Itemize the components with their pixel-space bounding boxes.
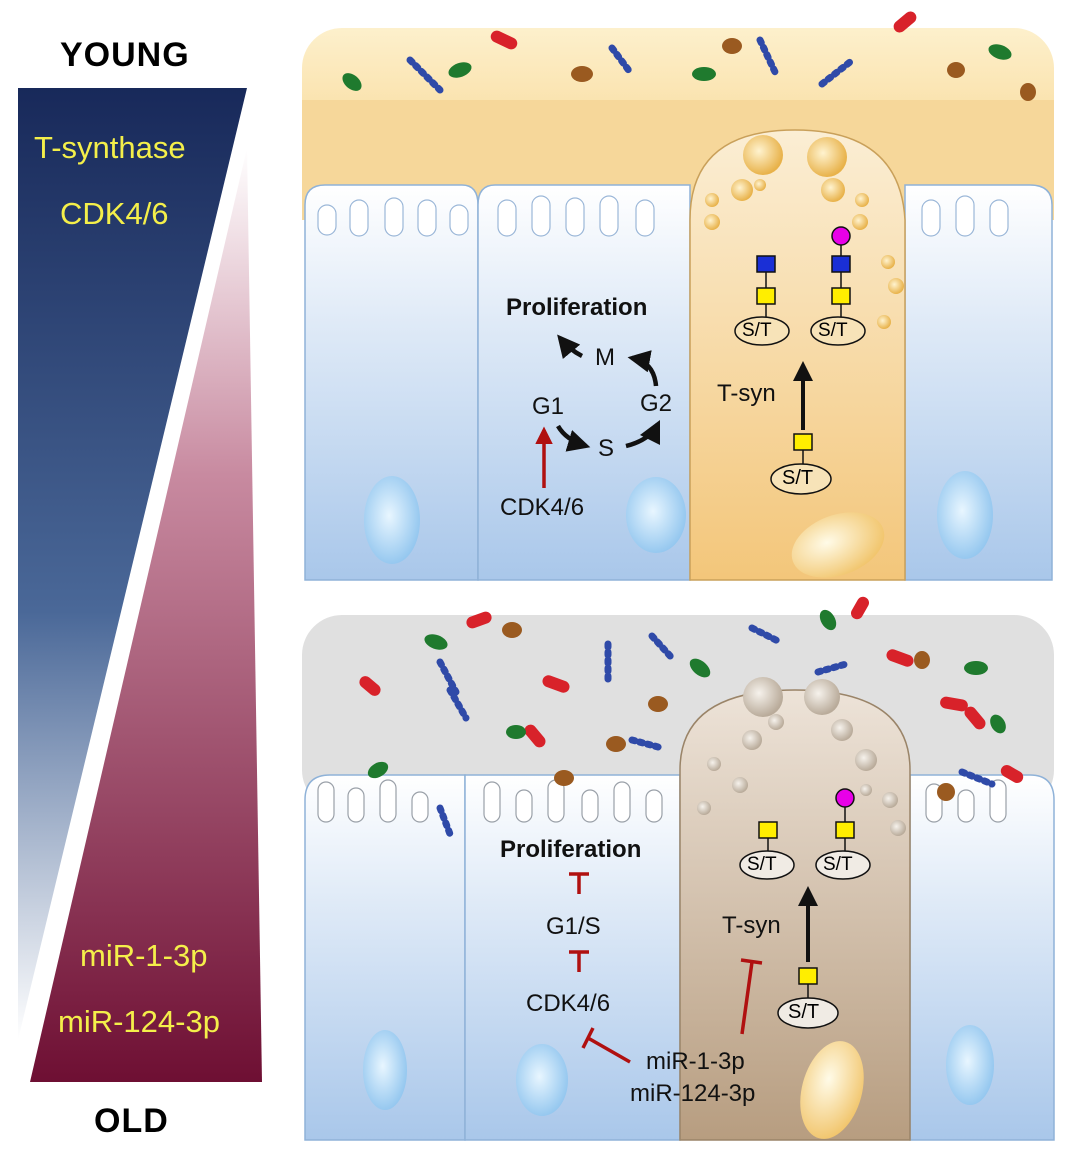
old-site-2: S/T [823,854,853,875]
old-mirna-2: miR-124-3p [630,1080,756,1107]
phase-g2-label: G2 [640,390,673,417]
old-tsyn-label: T-syn [722,912,781,939]
old-site-precursor: S/T [788,1001,820,1023]
young-glycan-precursor [770,433,832,495]
old-cell-right [909,774,1055,1141]
old-proliferation-label: Proliferation [500,836,642,863]
phase-g1-label: G1 [532,393,565,420]
old-mirna-1: miR-1-3p [646,1048,745,1075]
young-cell-right [904,184,1053,581]
young-mucin-droplets [704,135,904,329]
arrow-g1-to-s [556,424,591,452]
arrow-m-to-proliferation [557,334,584,360]
old-site-1: S/T [747,854,777,875]
young-site-precursor: S/T [782,467,814,489]
young-site-1: S/T [742,320,772,341]
old-glycan-2 [815,788,871,880]
old-glycan-precursor [777,967,839,1029]
old-cdk-label: CDK4/6 [526,990,611,1017]
young-glycan-1 [734,255,790,346]
young-site-2: S/T [818,320,848,341]
young-panel [302,11,1054,581]
young-tsyn-label: T-syn [717,380,776,407]
phase-m-label: M [595,344,615,371]
old-inhibition-marks [569,872,763,1064]
old-gradient-band [30,148,262,1082]
young-goblet-cell [689,129,906,581]
old-g1s-label: G1/S [546,913,601,940]
young-proliferation-label: Proliferation [506,294,648,321]
marker-cdk46-young: CDK4/6 [60,196,169,231]
old-label: OLD [94,1102,169,1140]
old-mucin-droplets [697,677,906,836]
young-glycan-2 [810,226,866,346]
old-bacteria [359,596,1024,838]
young-label: YOUNG [60,36,190,74]
young-bacteria [342,11,1036,101]
marker-mir-124-3p: miR-124-3p [58,1004,220,1039]
marker-mir-1-3p: miR-1-3p [80,938,208,973]
old-glycan-1 [739,821,795,880]
arrow-s-to-g2 [625,419,661,449]
arrow-g2-to-m [627,350,659,387]
young-gradient-band [18,88,247,1040]
young-cdk-label: CDK4/6 [500,494,585,521]
marker-t-synthase: T-synthase [34,130,186,165]
old-panel [302,596,1055,1141]
phase-s-label: S [598,435,615,462]
